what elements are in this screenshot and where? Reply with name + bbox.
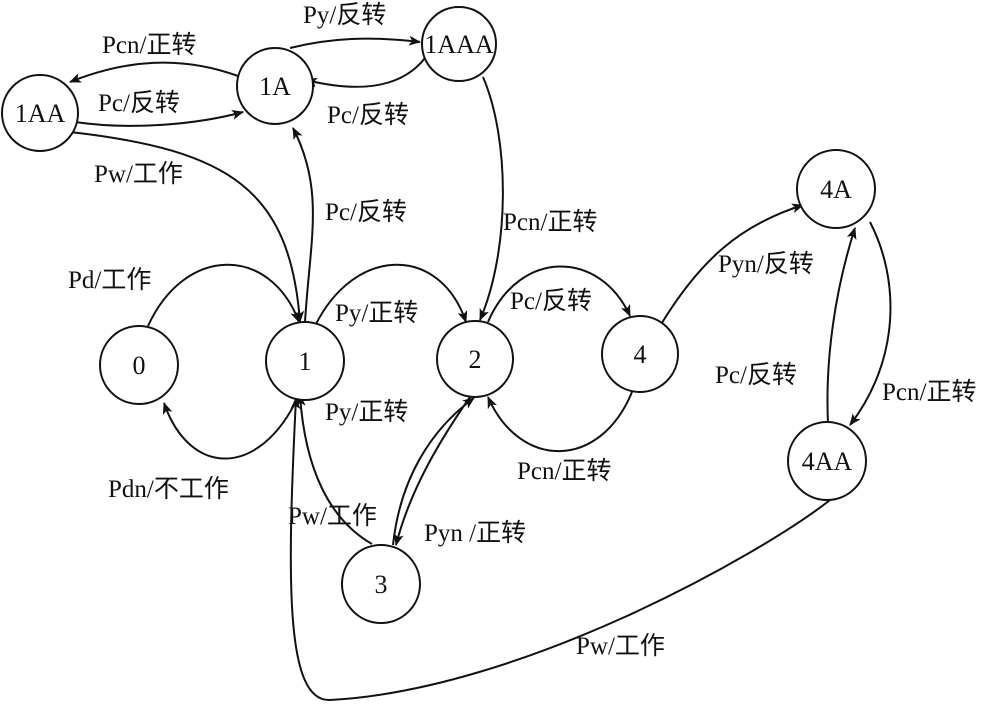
state-2-label: 2 bbox=[469, 345, 482, 374]
state-1AAA-label: 1AAA bbox=[424, 30, 494, 59]
state-1AA: 1AA bbox=[1, 74, 79, 152]
edge-1AA-to-1A bbox=[74, 110, 244, 127]
state-4: 4 bbox=[601, 315, 679, 393]
edge-4A-to-4AA bbox=[849, 221, 892, 426]
edge-4-to-4A bbox=[659, 203, 804, 327]
label-1-to-2: Py/正转 bbox=[335, 299, 418, 327]
state-3-label: 3 bbox=[375, 570, 388, 599]
edge-2-to-3 bbox=[393, 396, 471, 546]
label-1A-to-1AAA: Py/反转 bbox=[303, 1, 386, 29]
state-3: 3 bbox=[341, 544, 421, 624]
label-4AA-to-1: Pw/工作 bbox=[576, 632, 665, 660]
label-4-to-2: Pcn/正转 bbox=[517, 457, 611, 485]
label-4A-to-4AA: Pcn/正转 bbox=[882, 378, 976, 406]
label-1-to-0: Pdn/不工作 bbox=[108, 475, 229, 503]
state-0-label: 0 bbox=[133, 351, 146, 380]
edge-1-to-0 bbox=[162, 396, 299, 460]
label-2-to-4: Pc/反转 bbox=[510, 287, 592, 315]
label-1A-to-1AA: Pcn/正转 bbox=[102, 31, 196, 59]
state-1-label: 1 bbox=[299, 347, 312, 376]
edge-3-to-2 bbox=[392, 397, 475, 546]
label-1AA-to-1: Pw/工作 bbox=[94, 160, 183, 188]
edge-4AA-to-1 bbox=[289, 397, 831, 702]
edge-1AAA-to-2 bbox=[479, 76, 504, 321]
edge-3-to-1 bbox=[295, 394, 373, 545]
label-2-to-3: Pyn /正转 bbox=[424, 519, 526, 547]
edge-1A-to-1AA bbox=[69, 61, 239, 83]
state-4-label: 4 bbox=[634, 340, 647, 369]
edge-1-to-2 bbox=[314, 263, 468, 327]
state-1A-label: 1A bbox=[259, 72, 291, 101]
label-3-to-1: Pw/工作 bbox=[288, 502, 377, 530]
state-4A-label: 4A bbox=[820, 175, 852, 204]
state-1AAA: 1AAA bbox=[421, 6, 497, 82]
edge-4AA-to-4A bbox=[826, 227, 857, 424]
state-1AA-label: 1AA bbox=[15, 99, 66, 128]
state-0: 0 bbox=[99, 325, 179, 405]
label-4-to-4A: Pyn/反转 bbox=[718, 250, 814, 278]
edge-2-to-4 bbox=[487, 265, 631, 323]
state-4AA-label: 4AA bbox=[802, 447, 853, 476]
state-2: 2 bbox=[436, 320, 514, 398]
label-1AA-to-1A: Pc/反转 bbox=[98, 89, 180, 117]
label-1AAA-to-2: Pcn/正转 bbox=[503, 208, 597, 236]
edge-0-to-1 bbox=[147, 263, 300, 327]
edge-4-to-2 bbox=[487, 391, 633, 453]
label-2-to-1: Py/正转 bbox=[325, 398, 408, 426]
label-1-to-1A: Pc/反转 bbox=[325, 198, 407, 226]
label-4AA-to-4A: Pc/反转 bbox=[715, 361, 797, 389]
state-1: 1 bbox=[265, 321, 345, 401]
edge-1AA-to-1 bbox=[69, 131, 305, 323]
state-1A: 1A bbox=[236, 47, 314, 125]
label-0-to-1: Pd/工作 bbox=[68, 266, 151, 294]
state-4AA: 4AA bbox=[787, 421, 867, 501]
edge-1A-to-1AAA bbox=[289, 35, 421, 49]
edge-1-to-1A bbox=[292, 127, 314, 323]
edge-1AAA-to-1A bbox=[305, 57, 426, 88]
state-4A: 4A bbox=[796, 149, 876, 229]
label-1AAA-to-1A: Pc/反转 bbox=[327, 101, 409, 129]
